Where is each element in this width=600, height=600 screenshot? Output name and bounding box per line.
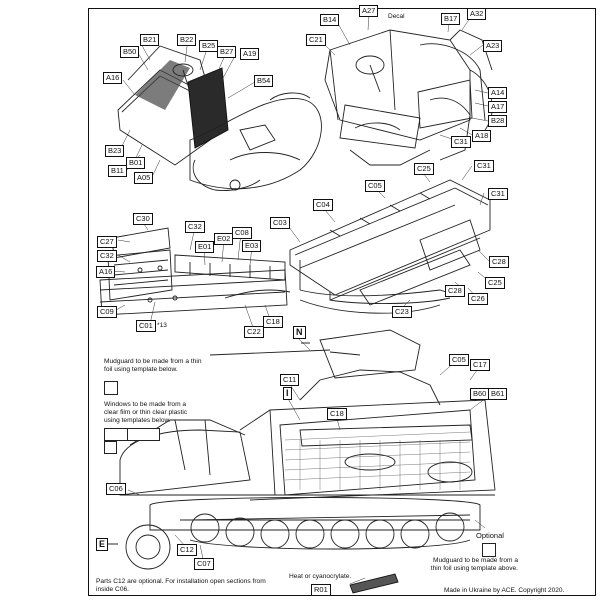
window-template-1 [104, 428, 128, 441]
label-E: E [96, 538, 109, 551]
label-C25-bottom: C25 [485, 277, 505, 289]
label-B27: B27 [217, 46, 237, 58]
label-C12: C12 [177, 544, 197, 556]
label-C30: C30 [133, 213, 153, 225]
label-A17: A17 [488, 101, 508, 113]
label-B25: B25 [199, 40, 219, 52]
label-B11: B11 [108, 165, 127, 177]
label-A23: A23 [483, 40, 503, 52]
copyright: Made in Ukraine by ACE. Copyright 2020. [444, 587, 565, 594]
label-B01: B01 [126, 157, 146, 169]
label-E03: E03 [242, 240, 262, 252]
label-B14: B14 [320, 14, 340, 26]
note-heat: Heat or cyanocrylate. [289, 573, 352, 580]
label-I: I [283, 387, 292, 400]
label-B54: B54 [254, 75, 274, 87]
label-C32-left: C32 [97, 250, 117, 262]
label-E01: E01 [195, 241, 215, 253]
window-template-3 [104, 441, 117, 454]
label-C21: C21 [306, 34, 326, 46]
label-C17: C17 [470, 359, 490, 371]
label-C32-top: C32 [185, 221, 205, 233]
label-C26: C26 [468, 293, 488, 305]
label-A27: A27 [359, 5, 379, 17]
label-A16-lower: A16 [96, 266, 116, 278]
cab-interior-drawing [117, 45, 322, 191]
label-C06: C06 [106, 483, 126, 495]
label-C31-top: C31 [451, 136, 471, 148]
label-A14: A14 [488, 87, 508, 99]
label-C28-right: C28 [489, 256, 509, 268]
label-E02: E02 [214, 233, 234, 245]
label-R01: R01 [311, 584, 331, 596]
label-C01: C01 [136, 320, 156, 332]
label-C25-top: C25 [414, 163, 434, 175]
label-C22: C22 [244, 326, 264, 338]
label-A05: A05 [134, 172, 154, 184]
label-A32: A32 [467, 8, 487, 20]
label-decal: Decal [388, 13, 405, 20]
label-C09: C09 [97, 306, 117, 318]
label-B17: B17 [441, 13, 461, 25]
label-C23: C23 [392, 306, 412, 318]
label-C11: C11 [280, 374, 300, 386]
label-C18-bottom: C18 [327, 408, 347, 420]
label-A16: A16 [103, 72, 123, 84]
c01-multiplier: *13 [157, 322, 167, 329]
note-windows: Windows to be made from a clear film or … [104, 401, 188, 424]
label-C04: C04 [313, 199, 333, 211]
label-B21: B21 [140, 34, 160, 46]
label-N: N [293, 326, 306, 339]
label-C28-bottom: C28 [445, 285, 465, 297]
label-C18-top: C18 [263, 316, 283, 328]
side-panels-drawing [99, 227, 441, 316]
label-B22: B22 [177, 34, 197, 46]
rear-body-drawing [289, 179, 491, 306]
window-template-2 [127, 428, 160, 441]
label-C31-right: C31 [488, 188, 508, 200]
label-C27: C27 [97, 236, 117, 248]
label-B28: B28 [488, 115, 508, 127]
label-C31-mid: C31 [474, 160, 494, 172]
note-parts-c12: Parts C12 are optional. For installation… [96, 578, 266, 593]
label-B60: B60 [470, 388, 490, 400]
mudguard-template-top [104, 381, 118, 395]
label-C07: C07 [194, 558, 214, 570]
label-A18: A18 [472, 130, 492, 142]
note-optional: Optional [476, 531, 504, 540]
label-C05-top: C05 [365, 180, 385, 192]
label-C08: C08 [232, 227, 252, 239]
mudguard-template-bottom [482, 543, 496, 557]
label-B61: B61 [488, 388, 508, 400]
note-mudguard-bottom: Mudguard to be made from a thin foil usi… [430, 557, 518, 572]
sheet-border [88, 8, 596, 596]
label-A19: A19 [240, 48, 260, 60]
label-C05-bottom: C05 [449, 354, 469, 366]
label-B50: B50 [120, 46, 140, 58]
halftrack-drawing [119, 329, 496, 570]
label-C03: C03 [270, 217, 290, 229]
label-B23: B23 [105, 145, 125, 157]
note-mudguard-top: Mudguard to be made from a thin foil usi… [104, 358, 202, 373]
